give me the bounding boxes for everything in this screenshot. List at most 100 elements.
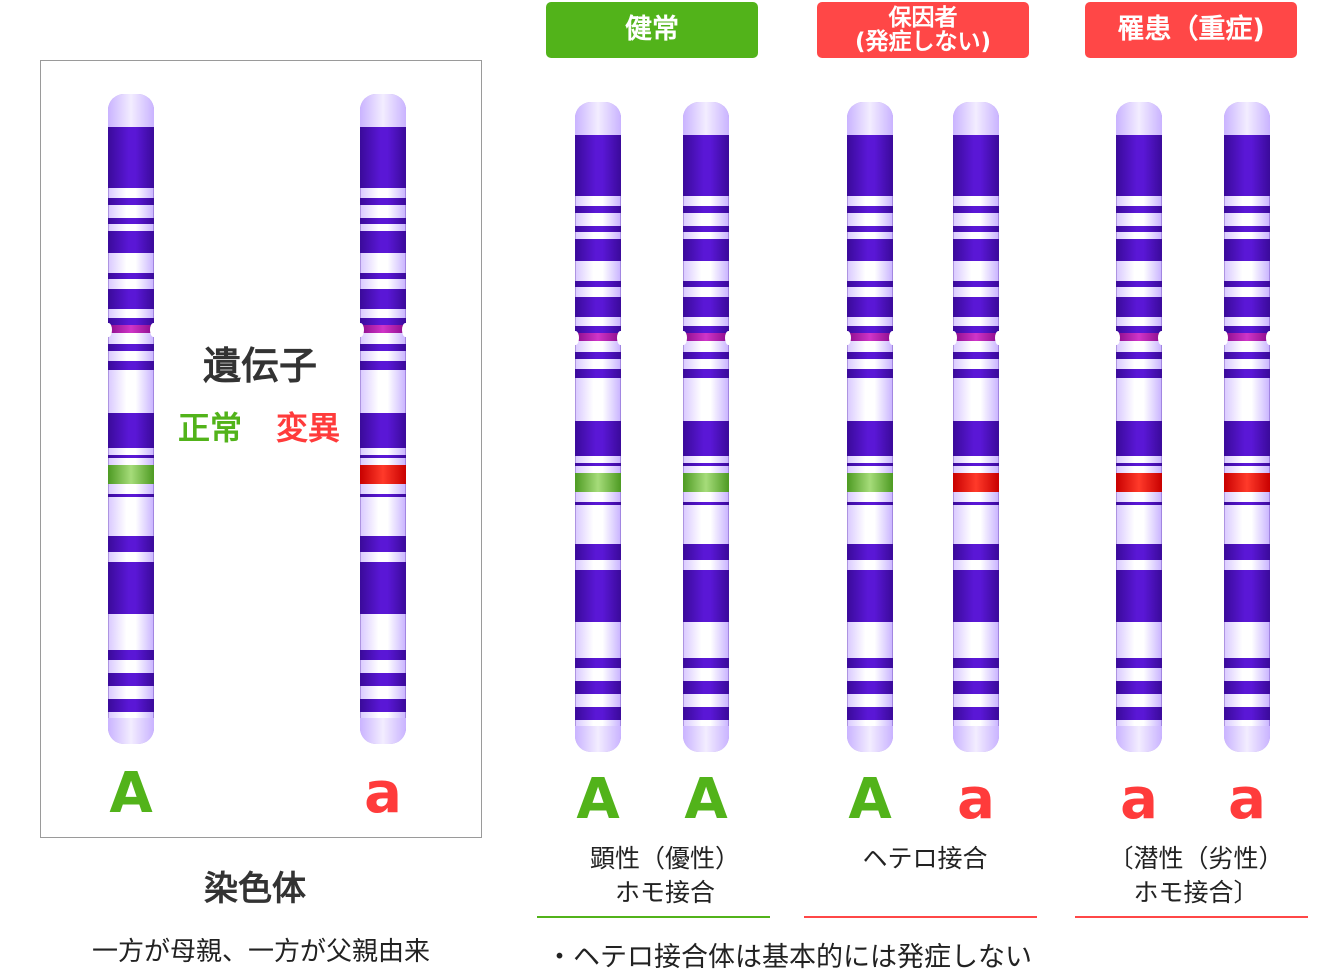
chromosome-band	[360, 360, 406, 371]
chromosome-band	[683, 657, 729, 668]
chromosome-band	[683, 501, 729, 505]
group-header-carrier: 保因者 (発症しない)	[817, 2, 1029, 58]
chromosome-band	[953, 420, 999, 457]
chromosome-pair-panel	[40, 60, 482, 838]
gene-locus-band	[360, 464, 406, 484]
chromosome-band	[1116, 706, 1162, 720]
chromosome-band	[683, 326, 729, 333]
chromosome-band	[360, 94, 406, 127]
chromosome-band	[847, 570, 893, 622]
chromosome-band	[1116, 462, 1162, 466]
chromosome-band	[1224, 570, 1270, 622]
centromere-band	[953, 332, 999, 342]
chromosome-band	[847, 462, 893, 466]
label-line: ホモ接合	[614, 878, 715, 907]
chromosome-band	[1224, 238, 1270, 262]
chromosome-band	[847, 680, 893, 694]
chromosome-band	[1224, 501, 1270, 505]
chromosome-band	[575, 726, 621, 752]
centromere-band	[1116, 332, 1162, 342]
allele-healthy-2: A	[684, 767, 728, 832]
chromosome-band	[683, 462, 729, 466]
chromosome-band	[360, 412, 406, 449]
gene-title: 遺伝子	[202, 344, 317, 388]
chromosome-band	[108, 344, 154, 351]
chromosome-band	[847, 352, 893, 359]
chromosome-band	[1224, 680, 1270, 694]
reference-allele-left: A	[109, 761, 153, 826]
chromosome-band	[1224, 544, 1270, 561]
chromosome-band	[108, 318, 154, 325]
label-line: 顕性（優性）	[589, 844, 740, 873]
gene-mutant-label: 変異	[275, 409, 340, 447]
chromosome-band	[847, 420, 893, 457]
chromosome-band	[575, 206, 621, 213]
allele-affected-2: a	[1228, 767, 1266, 832]
chromosome-band	[953, 189, 999, 197]
chromosome-band	[360, 454, 406, 458]
chromosome-band	[847, 501, 893, 505]
centromere-constriction	[847, 331, 893, 346]
centromere-constriction	[575, 331, 621, 346]
chromosome-band	[1224, 462, 1270, 466]
chromosome-band	[575, 225, 621, 232]
chromosome-band	[1224, 326, 1270, 333]
chromosome-band	[683, 238, 729, 262]
chromosome-band	[1116, 726, 1162, 752]
chromosome-band	[953, 680, 999, 694]
chromosome-band	[360, 672, 406, 686]
zygosity-label-healthy: 顕性（優性） ホモ接合	[540, 842, 790, 910]
chromosome-band	[953, 102, 999, 135]
chromosome-band	[575, 680, 621, 694]
chromosome-band	[360, 536, 406, 553]
group-header-line: 罹患（重症)	[1117, 13, 1265, 45]
chromosome-band	[575, 280, 621, 288]
zygosity-label-affected: 〔潜性（劣性） ホモ接合〕	[1076, 842, 1316, 910]
centromere-band	[1224, 332, 1270, 342]
chromosome-band	[683, 206, 729, 213]
chromosome-band	[360, 318, 406, 325]
chromosome-band	[1224, 206, 1270, 213]
chromosome-band	[847, 368, 893, 379]
chromosome-band	[953, 280, 999, 288]
chromosome-band	[1116, 680, 1162, 694]
chromosome-band	[953, 326, 999, 333]
chromosome-band	[1224, 225, 1270, 232]
group-divider-affected	[1075, 916, 1308, 918]
chromosome-band	[575, 352, 621, 359]
chromosome-band	[108, 217, 154, 224]
chromosome-band	[108, 649, 154, 660]
group-divider-healthy	[537, 916, 770, 918]
chromosome-band	[953, 570, 999, 622]
chromosome-band	[847, 297, 893, 317]
group-header-healthy: 健常	[546, 2, 758, 58]
chromosome-band	[847, 657, 893, 668]
chromosome-band	[1224, 189, 1270, 197]
chromosome-band	[108, 126, 154, 182]
chromosome-band	[360, 230, 406, 254]
chromosome-band	[953, 368, 999, 379]
chromosome-caption: 一方が母親、一方が父親由来	[91, 937, 430, 967]
chromosome-band	[108, 289, 154, 309]
chromosome-band	[1224, 280, 1270, 288]
gene-locus-band	[108, 464, 154, 484]
chromosome-band	[953, 225, 999, 232]
allele-healthy-1: A	[576, 767, 620, 832]
centromere-constriction	[360, 323, 406, 338]
chromosome-band	[683, 680, 729, 694]
chromosome-band	[1116, 657, 1162, 668]
chromosome-healthy-1	[575, 102, 621, 752]
centromere-band	[360, 324, 406, 334]
chromosome-band	[847, 544, 893, 561]
chromosome-band	[1116, 280, 1162, 288]
chromosome-band	[360, 698, 406, 712]
chromosome-band	[847, 206, 893, 213]
chromosome-band	[683, 102, 729, 135]
chromosome-band	[108, 454, 154, 458]
chromosome-band	[108, 198, 154, 205]
chromosome-band	[1224, 657, 1270, 668]
chromosome-band	[847, 102, 893, 135]
chromosome-carrier-1	[847, 102, 893, 752]
chromosome-band	[1116, 544, 1162, 561]
chromosome-band	[108, 181, 154, 189]
